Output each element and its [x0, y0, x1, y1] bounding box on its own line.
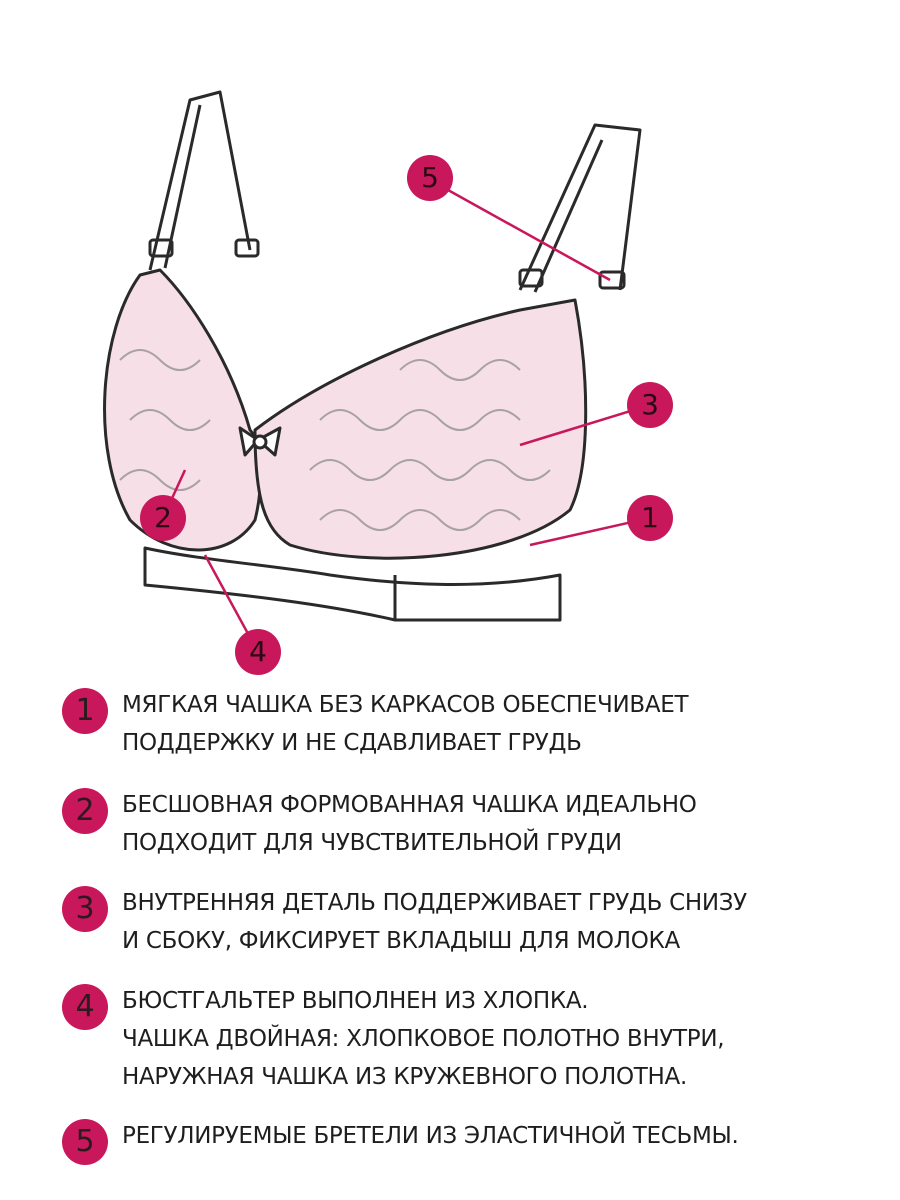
feature-text: МЯГКАЯ ЧАШКА БЕЗ КАРКАСОВ ОБЕСПЕЧИВАЕТ П…	[122, 686, 689, 762]
left-strap	[148, 90, 252, 271]
feature-text: РЕГУЛИРУЕМЫЕ БРЕТЕЛИ ИЗ ЭЛАСТИЧНОЙ ТЕСЬМ…	[122, 1117, 739, 1155]
feature-line: ПОДДЕРЖКУ И НЕ СДАВЛИВАЕТ ГРУДЬ	[122, 730, 582, 756]
callout-2: 2	[140, 495, 186, 541]
number-badge: 5	[62, 1119, 108, 1165]
feature-text: БЕСШОВНАЯ ФОРМОВАННАЯ ЧАШКА ИДЕАЛЬНО ПОД…	[122, 786, 697, 862]
feature-line: РЕГУЛИРУЕМЫЕ БРЕТЕЛИ ИЗ ЭЛАСТИЧНОЙ ТЕСЬМ…	[122, 1123, 739, 1149]
right-cup	[253, 298, 588, 560]
feature-line: НАРУЖНАЯ ЧАШКА ИЗ КРУЖЕВНОГО ПОЛОТНА.	[122, 1064, 687, 1090]
feature-line: ПОДХОДИТ ДЛЯ ЧУВСТВИТЕЛЬНОЙ ГРУДИ	[122, 830, 622, 856]
bra-illustration	[103, 90, 651, 653]
feature-line: И СБОКУ, ФИКСИРУЕТ ВКЛАДЫШ ДЛЯ МОЛОКА	[122, 928, 680, 954]
number-badge: 2	[62, 788, 108, 834]
feature-line: ЧАШКА ДВОЙНАЯ: ХЛОПКОВОЕ ПОЛОТНО ВНУТРИ,	[122, 1026, 725, 1052]
callout-4: 4	[235, 629, 281, 675]
left-cup	[103, 268, 262, 552]
right-strap	[518, 123, 642, 291]
band	[143, 546, 562, 622]
callout-3: 3	[627, 382, 673, 428]
feature-text: БЮСТГАЛЬТЕР ВЫПОЛНЕН ИЗ ХЛОПКА. ЧАШКА ДВ…	[122, 982, 725, 1096]
feature-line: БЮСТГАЛЬТЕР ВЫПОЛНЕН ИЗ ХЛОПКА.	[122, 988, 589, 1014]
feature-text: ВНУТРЕННЯЯ ДЕТАЛЬ ПОДДЕРЖИВАЕТ ГРУДЬ СНИ…	[122, 884, 747, 960]
feature-line: ВНУТРЕННЯЯ ДЕТАЛЬ ПОДДЕРЖИВАЕТ ГРУДЬ СНИ…	[122, 890, 747, 916]
feature-line: МЯГКАЯ ЧАШКА БЕЗ КАРКАСОВ ОБЕСПЕЧИВАЕТ	[122, 692, 689, 718]
feature-line: БЕСШОВНАЯ ФОРМОВАННАЯ ЧАШКА ИДЕАЛЬНО	[122, 792, 697, 818]
number-badge: 4	[62, 984, 108, 1030]
number-badge: 1	[62, 688, 108, 734]
number-badge: 3	[62, 886, 108, 932]
callout-5: 5	[407, 155, 453, 201]
callout-1: 1	[627, 495, 673, 541]
